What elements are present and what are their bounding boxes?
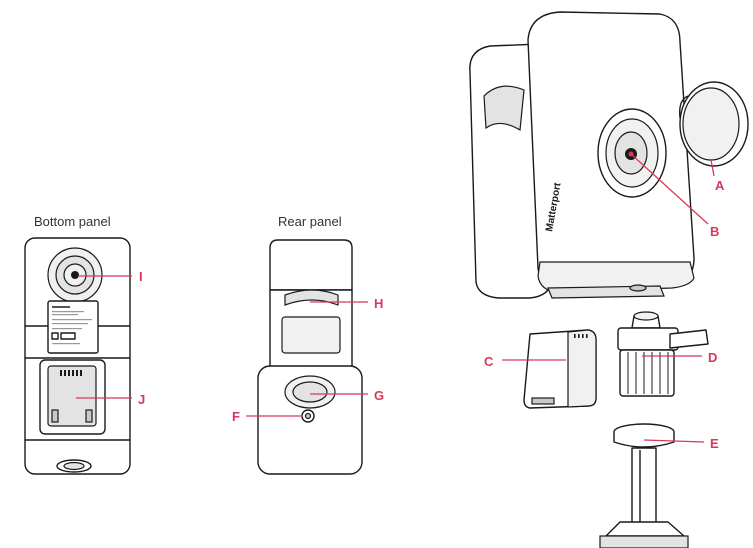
callout-f: F <box>232 409 240 424</box>
callout-c: C <box>484 354 494 369</box>
camera-main-view: Matterport <box>469 11 749 299</box>
callout-b: B <box>710 224 719 239</box>
callout-g: G <box>374 388 384 403</box>
rear-panel-title: Rear panel <box>278 214 342 229</box>
callout-a: A <box>715 178 725 193</box>
callout-d: D <box>708 350 717 365</box>
leader-lines <box>76 151 715 443</box>
leader-e <box>643 439 705 443</box>
callout-e: E <box>710 436 719 451</box>
stand-view <box>599 423 689 548</box>
bottom-panel-title: Bottom panel <box>34 214 111 229</box>
leader-b <box>630 153 709 225</box>
battery-view <box>523 329 597 409</box>
mount-adapter-view <box>617 311 709 397</box>
callout-labels: A B C D E F G H I J <box>138 178 725 451</box>
callout-j: J <box>138 392 145 407</box>
rear-panel-view <box>257 239 363 475</box>
bottom-panel-view <box>24 237 131 475</box>
callout-i: I <box>139 269 143 284</box>
callout-h: H <box>374 296 383 311</box>
leader-a <box>710 159 715 177</box>
